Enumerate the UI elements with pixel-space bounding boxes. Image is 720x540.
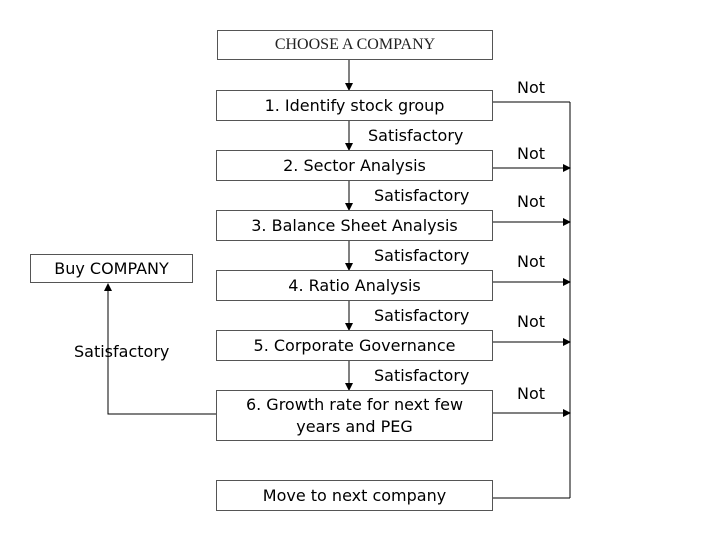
next-company-label: Move to next company — [262, 485, 447, 505]
satisfactory-label-3: Satisfactory — [374, 246, 470, 265]
not-label-6: Not — [517, 384, 546, 403]
not-label-5: Not — [517, 312, 546, 331]
step-6-label: 6. Growth rate for next few years and PE… — [245, 394, 464, 436]
satisfactory-label-4: Satisfactory — [374, 306, 470, 325]
step-1-box: 1. Identify stock group — [216, 90, 493, 121]
not-label-4: Not — [517, 252, 546, 271]
step-5-label: 5. Corporate Governance — [253, 335, 456, 355]
satisfactory-label-5: Satisfactory — [374, 366, 470, 385]
start-box: CHOOSE A COMPANY — [217, 30, 493, 60]
step-2-label: 2. Sector Analysis — [283, 155, 426, 175]
buy-company-box: Buy COMPANY — [30, 254, 193, 283]
satisfactory-label-6: Satisfactory — [74, 342, 170, 361]
buy-company-label: Buy COMPANY — [54, 258, 169, 278]
step-1-label: 1. Identify stock group — [264, 95, 445, 115]
step-3-label: 3. Balance Sheet Analysis — [251, 215, 458, 235]
step-4-box: 4. Ratio Analysis — [216, 270, 493, 301]
start-label: CHOOSE A COMPANY — [274, 36, 436, 53]
step-5-box: 5. Corporate Governance — [216, 330, 493, 361]
next-company-box: Move to next company — [216, 480, 493, 511]
not-label-2: Not — [517, 144, 546, 163]
not-label-3: Not — [517, 192, 546, 211]
satisfactory-label-2: Satisfactory — [374, 186, 470, 205]
step-2-box: 2. Sector Analysis — [216, 150, 493, 181]
satisfactory-path-to-buy — [104, 283, 217, 415]
step-3-box: 3. Balance Sheet Analysis — [216, 210, 493, 241]
step-6-box: 6. Growth rate for next few years and PE… — [216, 390, 493, 441]
not-label-1: Not — [517, 78, 546, 97]
step-4-label: 4. Ratio Analysis — [288, 275, 421, 295]
satisfactory-label-1: Satisfactory — [368, 126, 464, 145]
